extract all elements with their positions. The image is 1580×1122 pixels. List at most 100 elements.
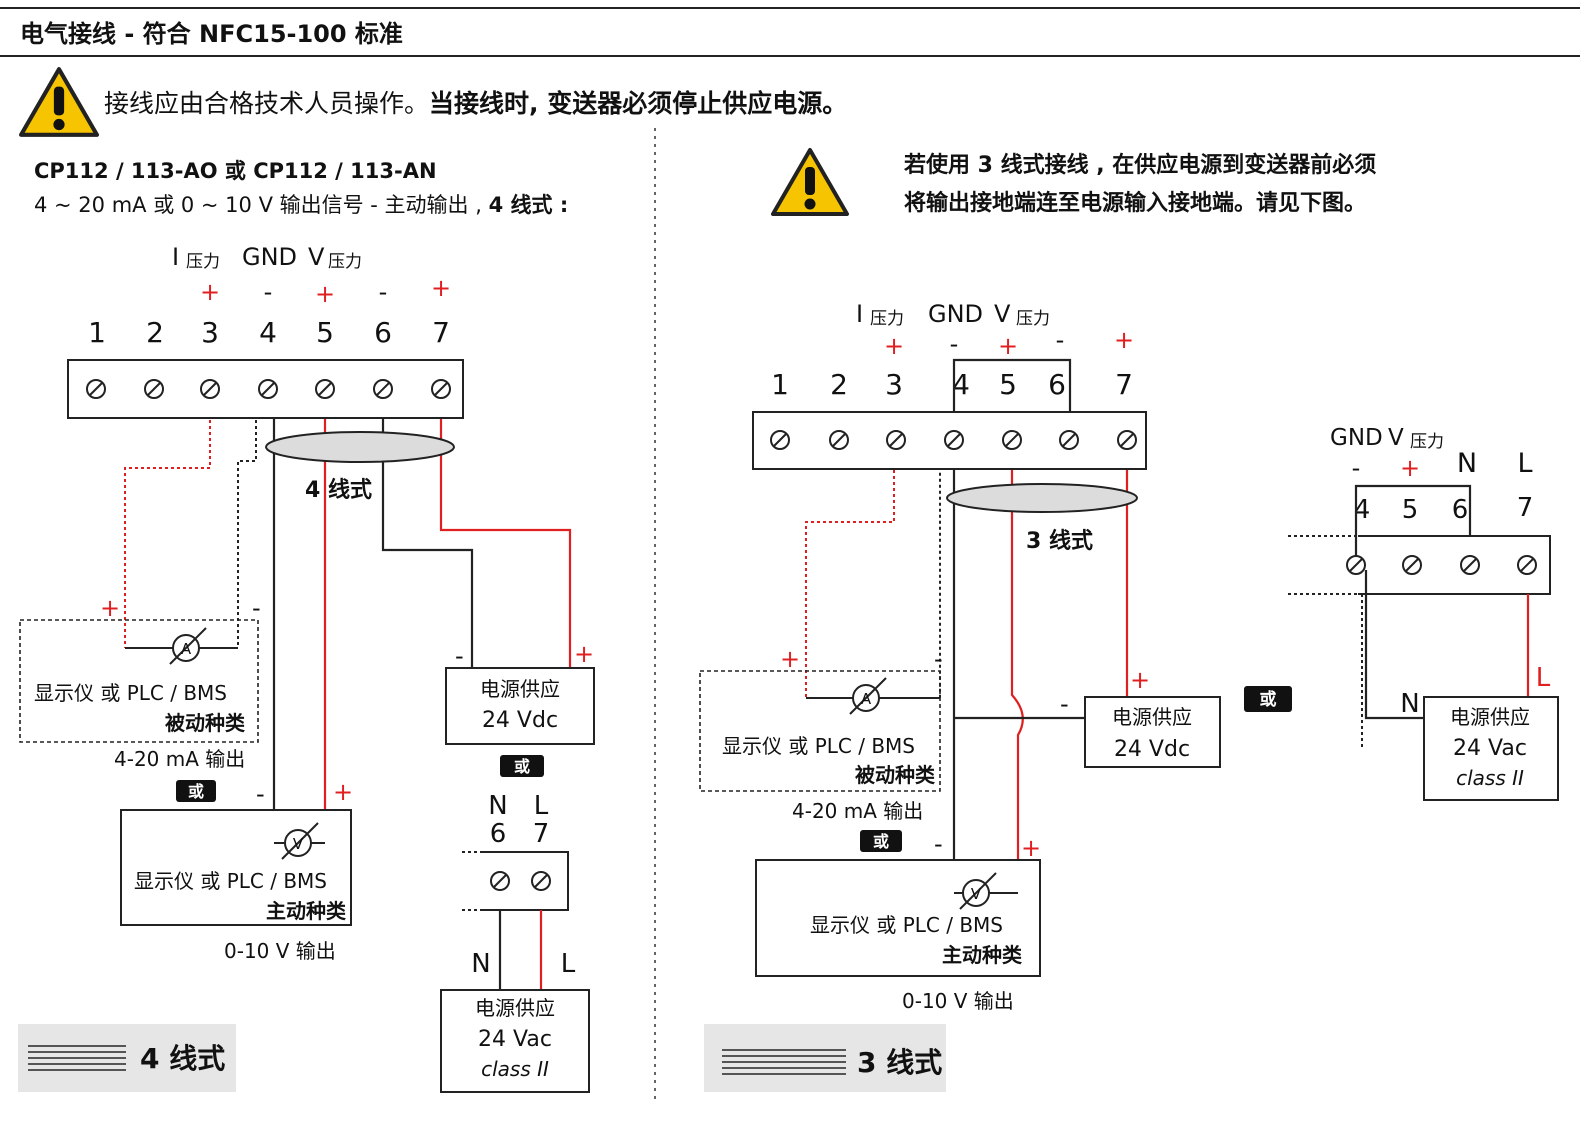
right-alt-term-5: 5 (1402, 495, 1419, 525)
right-or-badge-text: 或 (873, 832, 889, 851)
left-term-num-4: 4 (259, 316, 277, 349)
right-cable-label: 3 线式 (1026, 528, 1093, 554)
left-passive-box (19, 619, 259, 743)
right-alt-label-v-sub: 压力 (1410, 432, 1444, 452)
right-alt-psu-ac-box (1423, 696, 1559, 801)
left-pol-4: - (264, 278, 273, 306)
right-passive-line2: 被动种类 (855, 763, 935, 787)
left-term-num-7: 7 (432, 316, 450, 349)
right-voltmeter-letter: V (971, 885, 982, 903)
right-alt-bridge-4-6 (1354, 484, 1472, 562)
right-alt-term-6: 6 (1452, 495, 1469, 525)
left-section-lines-icon (28, 1045, 126, 1071)
right-voltmeter-arrow (959, 872, 997, 910)
left-screw-2 (144, 379, 164, 399)
left-ac-screw-6 (490, 871, 510, 891)
right-warning-line1: 若使用 3 线式接线 , 在供应电源到变送器前必须 (904, 152, 1376, 178)
right-bridge-4-6 (952, 358, 1072, 440)
left-voltmeter-arrow (281, 822, 319, 860)
right-passive-minus: - (934, 645, 943, 673)
right-pol-7: + (1114, 326, 1134, 354)
right-active-minus: - (934, 830, 943, 858)
warning-top-normal: 接线应由合格技术人员操作。 (104, 89, 429, 118)
right-term-num-2: 2 (830, 368, 848, 401)
left-signal-bold: 4 线式 : (489, 193, 569, 217)
left-passive-line2: 被动种类 (165, 711, 245, 735)
right-passive-plus: + (780, 645, 800, 673)
right-alt-screw-5 (1402, 555, 1422, 575)
left-psu-dc-box (445, 667, 595, 745)
right-alt-screw-6 (1460, 555, 1480, 575)
left-pol-5: + (315, 280, 335, 308)
left-psu-ac-line1: 电源供应 (475, 996, 555, 1020)
left-or-badge (176, 780, 216, 802)
left-wire-current-plus (124, 390, 211, 648)
right-pol-6: - (1056, 326, 1065, 354)
right-term-num-5: 5 (999, 368, 1017, 401)
left-screw-1 (86, 379, 106, 399)
right-diagram: 若使用 3 线式接线 , 在供应电源到变送器前必须 将输出接地端连至电源输入接地… (699, 150, 1559, 1092)
left-ac-wire-n-label: N (471, 949, 490, 979)
left-or-badge2-text: 或 (514, 757, 530, 776)
left-cable-label: 4 线式 (305, 477, 372, 503)
right-alt-wire-n-label: N (1400, 689, 1419, 719)
left-wire-supply-minus (381, 390, 474, 668)
left-active-minus: - (256, 780, 265, 808)
right-passive-box (699, 670, 941, 792)
left-active-caption: 0-10 V 输出 (224, 939, 336, 963)
left-ac-label-l: L (534, 791, 549, 821)
right-pol-4: - (950, 330, 959, 358)
left-pol-3: + (200, 278, 220, 306)
left-or-badge2 (500, 755, 544, 777)
right-alt-terminal-block (1358, 535, 1551, 595)
warning-top-bold: 当接线时, 变送器必须停止供应电源。 (429, 89, 847, 118)
right-label-gnd: GND (928, 300, 983, 328)
right-alt-psu-ac-line2: 24 Vac (1453, 736, 1527, 761)
right-alt-psu-ac-line1: 电源供应 (1450, 705, 1530, 729)
right-alt-wire-l-label: L (1536, 663, 1551, 693)
left-psu-ac-line3: class II (481, 1057, 549, 1081)
left-active-plus: + (333, 778, 353, 806)
right-or-badge2-text: 或 (1260, 689, 1277, 710)
right-active-plus: + (1021, 834, 1041, 862)
right-label-i: I (856, 300, 863, 328)
right-psu-minus: - (1060, 690, 1069, 718)
right-ammeter-arrow (849, 677, 887, 715)
left-term-num-3: 3 (201, 316, 219, 349)
left-ac-screw-7 (531, 871, 551, 891)
left-label-gnd: GND (242, 243, 297, 271)
left-term-num-6: 6 (374, 316, 392, 349)
right-or-badge (860, 830, 902, 852)
left-pol-6: - (379, 278, 388, 306)
right-alt-label-v: V (1388, 425, 1404, 451)
left-label-v-sub: 压力 (328, 252, 362, 272)
left-passive-minus: - (252, 594, 261, 622)
right-screw-3 (886, 430, 906, 450)
right-psu-dc-line2: 24 Vdc (1114, 737, 1190, 762)
left-ac-label-n: N (488, 791, 507, 821)
left-screw-4 (258, 379, 278, 399)
right-alt-screw-4 (1346, 555, 1366, 575)
right-warning-line2: 将输出接地端连至电源输入接地端。请见下图。 (904, 190, 1366, 216)
right-active-box (755, 859, 1041, 977)
right-warning-icon (773, 150, 847, 214)
left-wire-supply-plus (439, 390, 572, 668)
right-alt-pol-plus: + (1400, 454, 1420, 482)
right-cable-ellipse (946, 483, 1138, 513)
left-ac-wire-l-label: L (561, 949, 576, 979)
right-alt-label-n: N (1457, 448, 1477, 479)
left-psu-ac-line2: 24 Vac (478, 1027, 552, 1052)
left-psu-ac-box (440, 989, 590, 1093)
right-term-num-4: 4 (952, 368, 970, 401)
left-psu-minus: - (455, 642, 464, 670)
right-term-num-1: 1 (771, 368, 789, 401)
left-or-badge-text: 或 (188, 782, 204, 801)
left-term-num-1: 1 (88, 316, 106, 349)
right-pol-5: + (998, 332, 1018, 360)
right-term-num-7: 7 (1115, 368, 1133, 401)
right-passive-line1: 显示仪 或 PLC / BMS (722, 734, 915, 758)
right-wire-current-plus (805, 440, 895, 698)
left-passive-line1: 显示仪 或 PLC / BMS (34, 681, 227, 705)
right-alt-term-4: 4 (1354, 495, 1371, 525)
left-signal-normal: 4 ~ 20 mA 或 0 ~ 10 V 输出信号 - 主动输出 , (34, 193, 482, 217)
